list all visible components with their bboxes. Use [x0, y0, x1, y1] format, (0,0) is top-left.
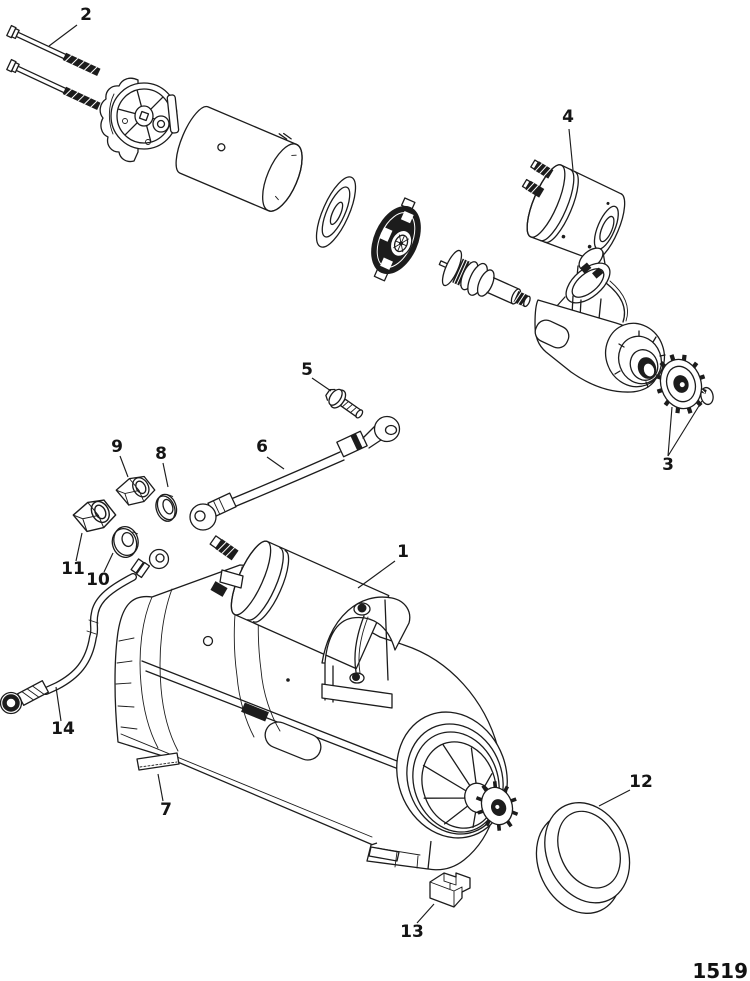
callout-7: 7 [157, 773, 172, 820]
starter-assembly [114, 535, 519, 871]
callout-3-label: 3 [662, 455, 674, 475]
callout-6: 6 [256, 437, 285, 470]
snap-ring [700, 386, 714, 406]
cable-clamp [429, 872, 471, 908]
through-bolt-lower [6, 58, 101, 111]
callout-13-label: 13 [400, 922, 424, 942]
end-cap [99, 77, 180, 163]
thrust-washer [315, 176, 357, 248]
ground-cable [0, 548, 170, 715]
callout-4-label: 4 [562, 107, 574, 127]
brush-holder [371, 197, 421, 282]
callout-13: 13 [400, 903, 435, 942]
callout-1-label: 1 [397, 542, 409, 562]
callout-7-label: 7 [160, 800, 172, 820]
solenoid-terminal-stud [530, 159, 554, 179]
callout-6-label: 6 [256, 437, 268, 457]
callout-14-label: 14 [51, 719, 75, 739]
jumper-strap [189, 415, 401, 531]
callout-12: 12 [598, 772, 653, 807]
hex-nut-large [72, 499, 117, 533]
pinion-gear [655, 354, 707, 414]
assembly-terminal-stud [209, 535, 239, 561]
callout-3: 3 [662, 400, 703, 475]
terminal-bolt [325, 388, 364, 419]
armature-shaft [438, 249, 531, 308]
callout-9: 9 [111, 437, 129, 478]
flat-washer [111, 526, 139, 558]
solenoid-terminal-stud [521, 178, 545, 198]
callout-10: 10 [86, 552, 114, 590]
callout-11: 11 [61, 532, 85, 579]
callout-2: 2 [48, 5, 92, 47]
callout-1: 1 [357, 542, 409, 589]
callout-9-label: 9 [111, 437, 123, 457]
callout-11-label: 11 [61, 559, 85, 579]
decal [136, 752, 180, 771]
callout-14: 14 [51, 686, 75, 739]
callout-12-label: 12 [629, 772, 653, 792]
callout-5-label: 5 [301, 360, 313, 380]
callout-8: 8 [155, 444, 169, 488]
thrust-ring [535, 802, 631, 914]
field-frame [175, 105, 303, 212]
callout-5: 5 [301, 360, 332, 392]
assembly-pinion [475, 781, 519, 831]
drive-end-housing [534, 247, 666, 393]
callout-8-label: 8 [155, 444, 167, 464]
callout-10-label: 10 [86, 570, 110, 590]
callout-2-label: 2 [80, 5, 92, 25]
solenoid [521, 159, 626, 261]
page-number: 1519 [692, 959, 748, 981]
through-bolt-upper [6, 24, 101, 77]
callout-4: 4 [562, 107, 574, 171]
lock-washer [155, 493, 178, 522]
hex-nut-small [115, 475, 156, 506]
